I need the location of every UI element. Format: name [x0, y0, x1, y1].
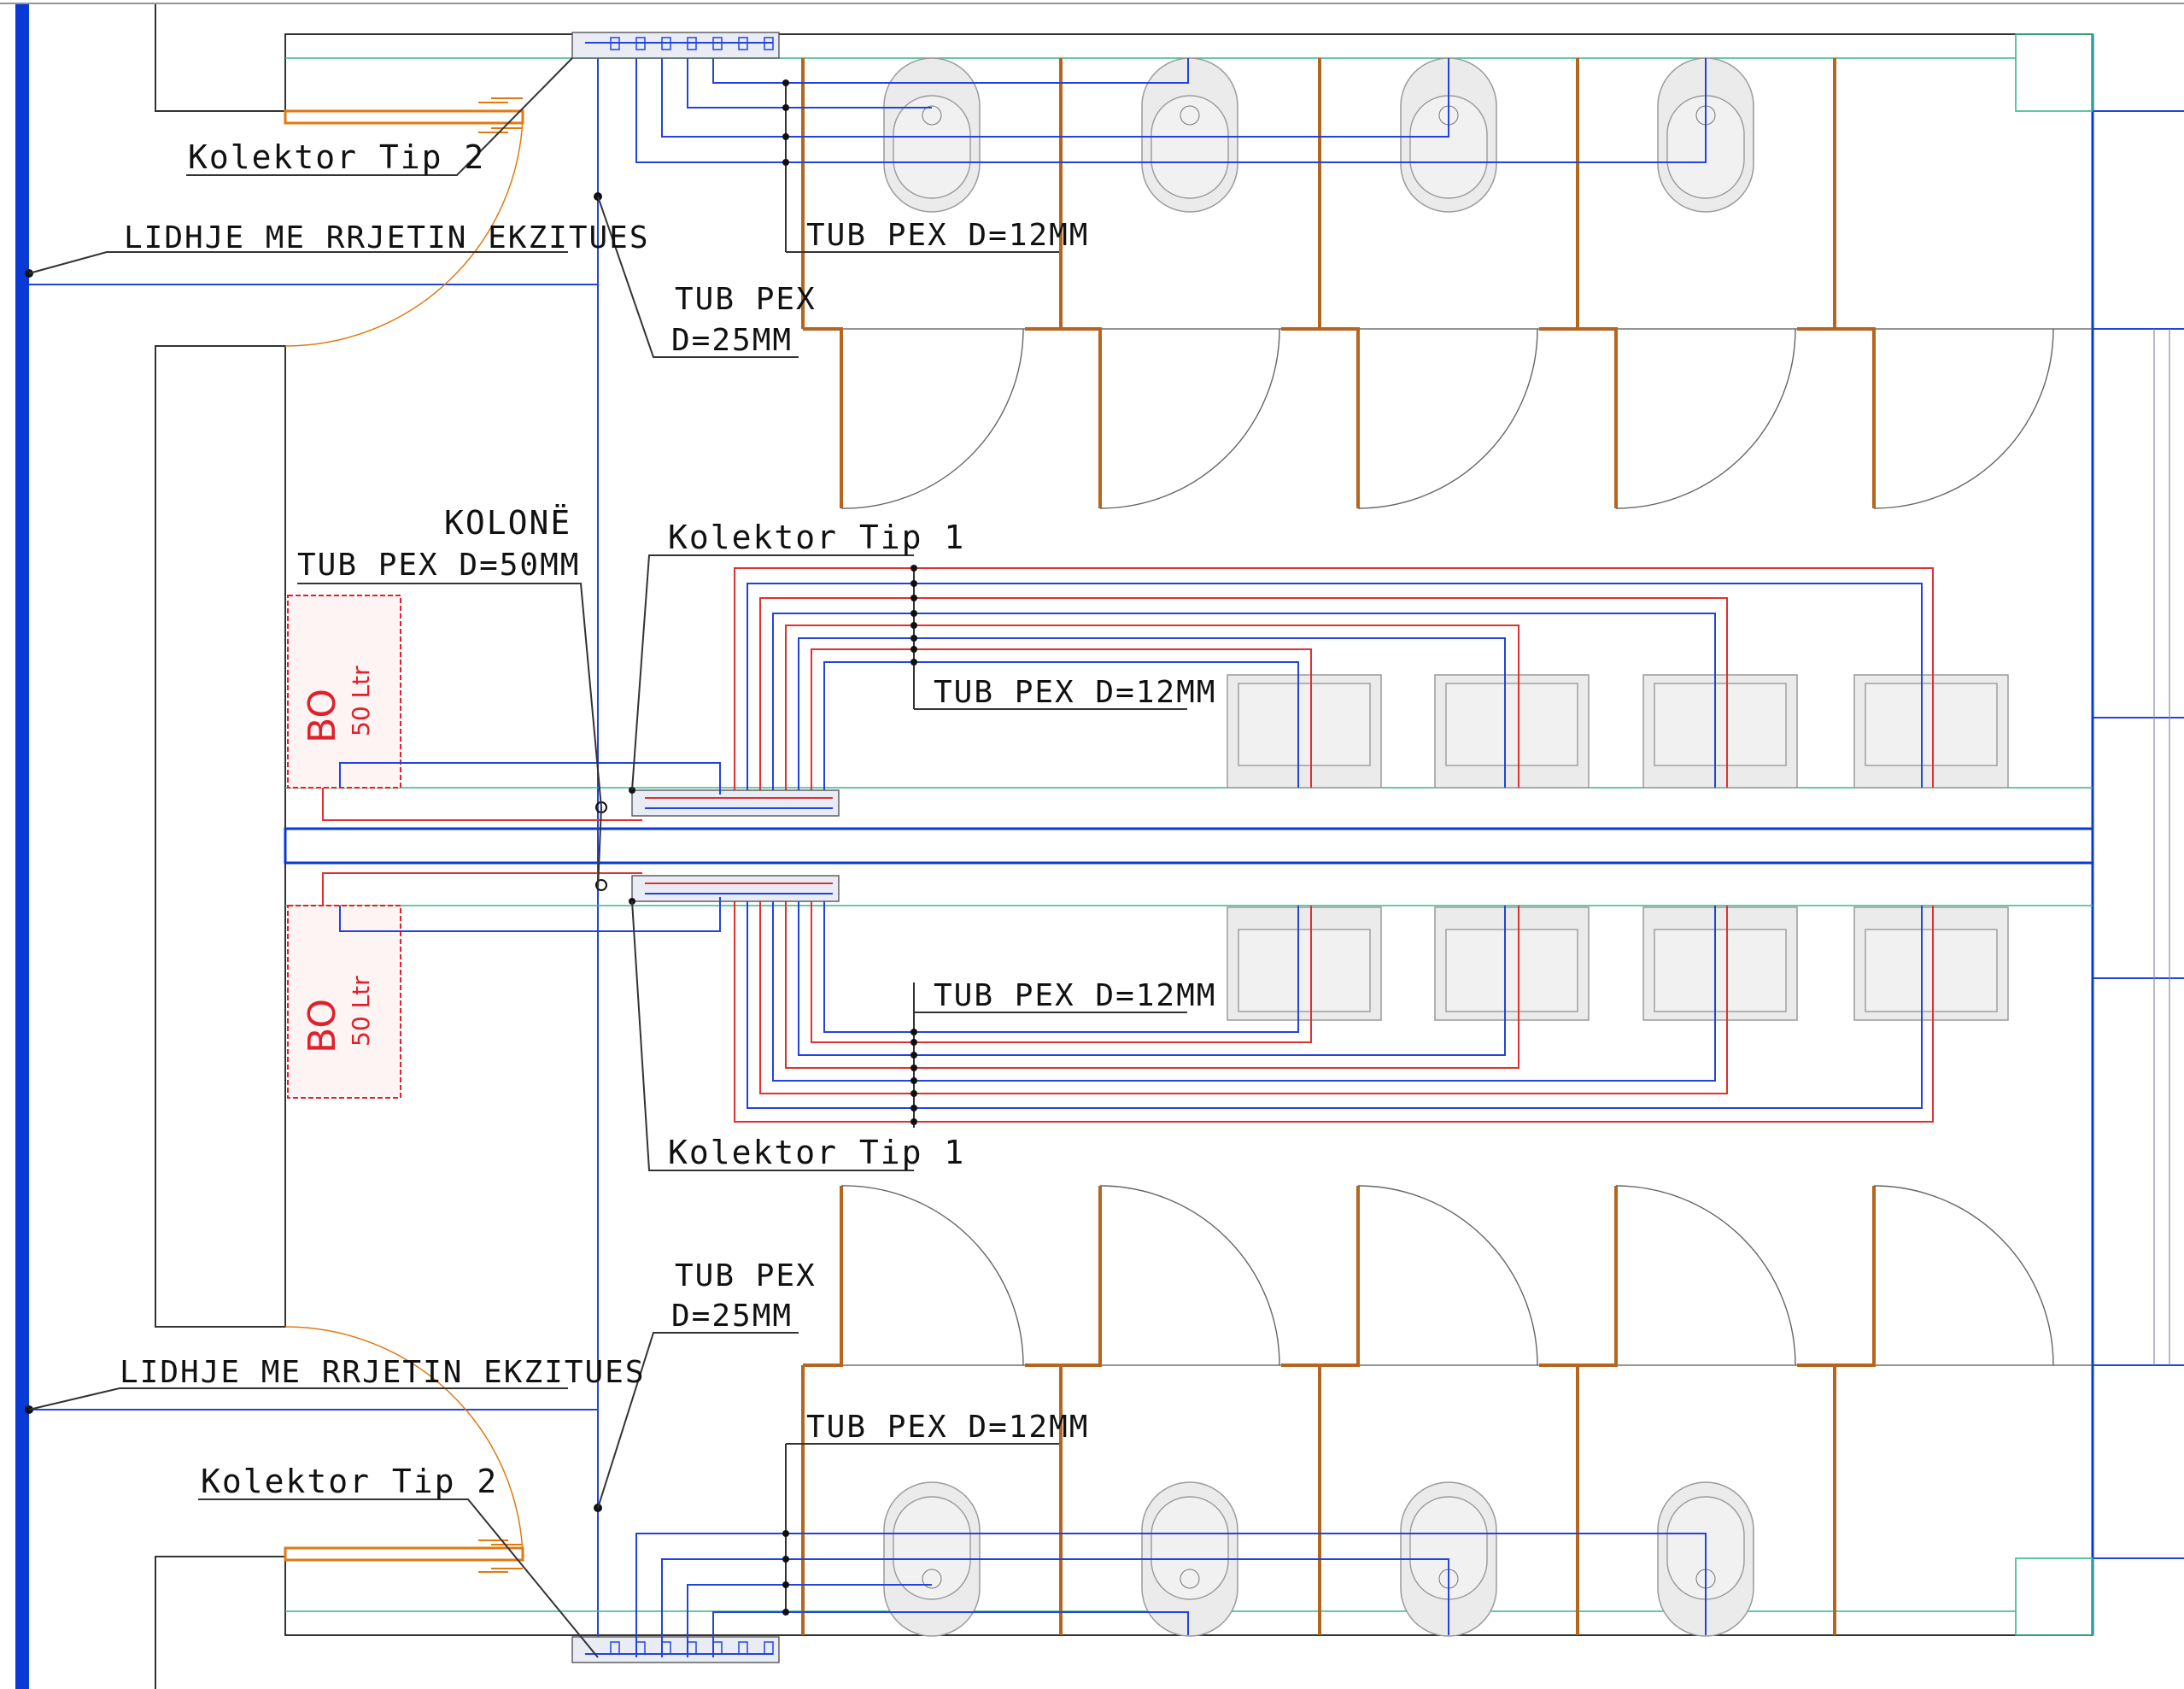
entrance-door-bottom — [284, 1326, 524, 1573]
svg-text:50 Ltr: 50 Ltr — [347, 666, 375, 736]
kolektor-tip1-bottom-label: Kolektor Tip 1 — [668, 1134, 965, 1171]
manifold-icon — [631, 789, 840, 902]
manifold-icon — [571, 1636, 780, 1663]
boiler-bottom-label: BO — [301, 999, 344, 1053]
water-heater-icon — [287, 595, 721, 1099]
door-swing-icon — [840, 1185, 2054, 1366]
lidhje-top-label: LIDHJE ME RRJETIN EKZITUES — [124, 220, 650, 255]
kolone-label: KOLONË — [444, 504, 571, 542]
sink-supply-bottom — [734, 897, 1934, 1123]
tub-pex-12-top-label: TUB PEX D=12MM — [806, 218, 1089, 253]
svg-text:BO: BO — [301, 999, 344, 1053]
top-wc-block — [635, 38, 2093, 509]
tub-pex-12-bottom-label: TUB PEX D=12MM — [806, 1410, 1089, 1445]
distribution-headers — [25, 79, 917, 1616]
svg-text:50 Ltr: 50 Ltr — [347, 976, 375, 1047]
lidhje-bottom-label: LIDHJE ME RRJETIN EKZITUES — [120, 1355, 646, 1390]
drain-lines — [285, 33, 2093, 1636]
kolektor-tip2-bottom-label: Kolektor Tip 2 — [201, 1463, 498, 1500]
door-swing-icon — [840, 328, 2054, 509]
tub-pex-12-mid-top-label: TUB PEX D=12MM — [934, 675, 1216, 710]
supply-connections — [29, 34, 599, 1657]
tub-pex-50-label: TUB PEX D=50MM — [297, 548, 580, 583]
bottom-wc-block — [635, 1185, 2093, 1657]
column-block — [155, 345, 286, 1328]
main-supply-riser — [15, 4, 29, 1689]
kolektor-tip1-top-label: Kolektor Tip 1 — [668, 519, 965, 556]
walls — [155, 4, 2184, 1689]
corridor-duct — [284, 827, 2094, 865]
svg-text:BO: BO — [301, 689, 344, 743]
entrance-door-top — [284, 97, 524, 347]
outer-wall — [155, 4, 2093, 1689]
boiler-bottom-capacity: 50 Ltr — [347, 976, 375, 1047]
kolektor-tip2-top-label: Kolektor Tip 2 — [188, 138, 485, 176]
boiler-top-capacity: 50 Ltr — [347, 666, 375, 736]
tub-pex-25-top-line1: TUB PEX — [675, 282, 817, 317]
boiler-top-label: BO — [301, 689, 344, 743]
manifold-icon — [571, 32, 780, 59]
sink-supply-top — [734, 567, 1934, 795]
toilet-icon — [883, 57, 1754, 213]
sink-icon — [1227, 674, 2009, 1021]
tub-pex-25-top-line2: D=25MM — [671, 323, 793, 358]
leader-lines — [28, 57, 1187, 1658]
tub-pex-12-mid-bottom-label: TUB PEX D=12MM — [934, 978, 1216, 1013]
tub-pex-25-bottom-line2: D=25MM — [671, 1299, 793, 1334]
tub-pex-25-bottom-line1: TUB PEX — [675, 1258, 817, 1293]
